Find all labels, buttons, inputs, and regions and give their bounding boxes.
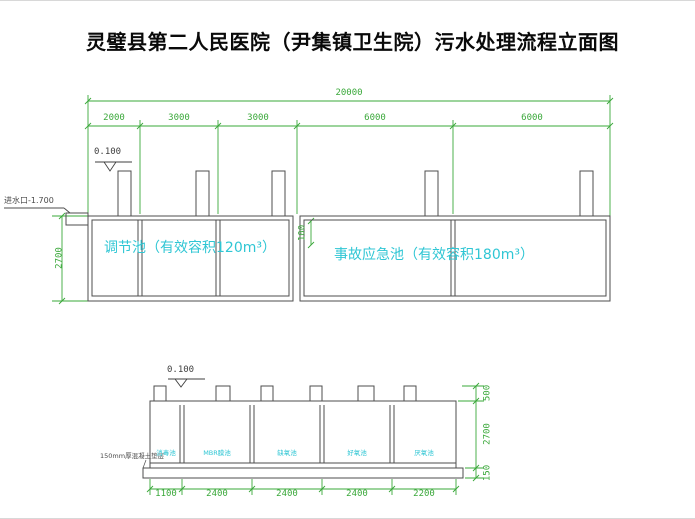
lower-bottom-dim-4: 2400 [346,489,368,499]
compartment-label-1: 消毒池 [156,449,176,457]
upper-segment-dim-4: 6000 [364,113,386,123]
drawing-title: 灵璧县第二人民医院（尹集镇卫生院）污水处理流程立面图 [86,32,619,54]
lower-right-dim-2700: 2700 [482,423,493,445]
dimension-lines [52,95,614,495]
compartment-label-5: 厌氧池 [414,449,434,457]
upper-tank-outline [4,170,611,302]
upper-segment-dim-1: 2000 [103,113,125,123]
upper-height-dimension: 2700 [54,247,65,269]
upper-total-dimension: 20000 [335,88,363,98]
inlet-label: 进水口-1.700 [4,196,54,205]
lower-elevation-value: 0.100 [167,365,195,375]
upper-segment-dim-3: 3000 [247,113,269,123]
lower-bottom-dim-1: 1100 [155,489,177,499]
emergency-tank-label: 事故应急池（有效容积180m³） [334,247,534,263]
lower-elevation-symbol [168,378,205,388]
foundation-note: 150mm厚混凝土垫层 [100,452,165,460]
upper-elevation-value: 0.100 [94,147,122,157]
upper-elevation-symbol [95,161,132,172]
upper-segment-dim-2: 3000 [168,113,190,123]
regulating-tank-label: 调节池（有效容积120m³） [104,240,276,256]
lower-bottom-dim-3: 2400 [276,489,298,499]
lower-bottom-dim-2: 2400 [206,489,228,499]
lower-tank-outline [142,385,464,479]
upper-gap-dimension: 100 [297,224,308,242]
compartment-label-4: 好氧池 [347,449,367,457]
upper-segment-dim-5: 6000 [521,113,543,123]
lower-right-dim-150: 150 [482,464,493,482]
lower-bottom-dim-5: 2200 [413,489,435,499]
compartment-label-3: 缺氧池 [277,449,297,457]
lower-right-dim-500: 500 [482,384,493,402]
compartment-label-2: MBR膜池 [203,449,231,457]
